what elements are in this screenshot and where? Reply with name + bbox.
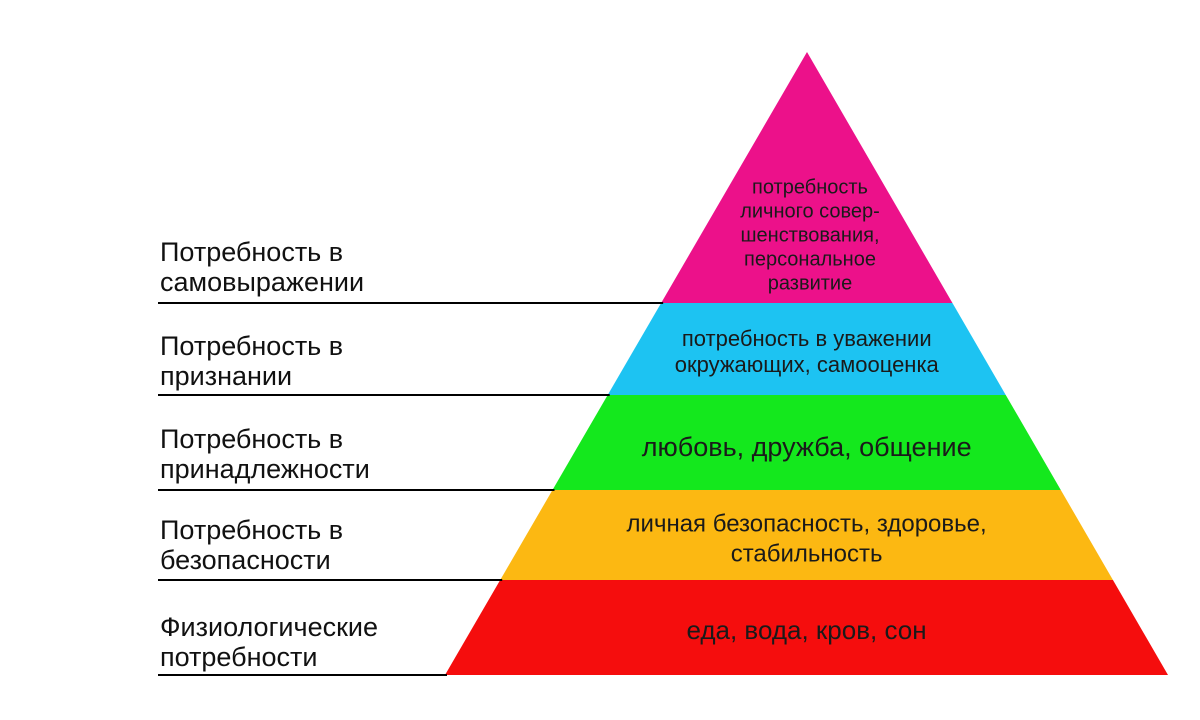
tier-text-line: потребность в уважении bbox=[682, 326, 932, 351]
label-safety: Потребность в безопасности bbox=[160, 515, 343, 575]
label-belonging: Потребность в принадлежности bbox=[160, 424, 370, 484]
tier-text-line: потребность bbox=[752, 176, 868, 198]
tier-text-line: любовь, дружба, общение bbox=[642, 432, 972, 462]
tier-esteem bbox=[607, 303, 1006, 395]
tier-text-line: развитие bbox=[768, 272, 852, 294]
tier-text-line: еда, вода, кров, сон bbox=[686, 615, 926, 645]
label-line: Потребность в bbox=[160, 237, 344, 267]
label-line: Физиологические bbox=[160, 612, 378, 642]
tier-text-line: стабильность bbox=[731, 540, 883, 567]
pyramid-tiers bbox=[445, 52, 1168, 675]
label-esteem: Потребность в признании bbox=[160, 331, 343, 391]
label-line: Потребность в bbox=[160, 331, 344, 361]
label-divider-lines bbox=[158, 302, 664, 676]
label-line: Потребность в bbox=[160, 515, 344, 545]
tier-text-line: окружающих, самооценка bbox=[675, 352, 940, 377]
tier-text-line: личного совер- bbox=[740, 200, 880, 222]
label-line: Потребность в bbox=[160, 424, 344, 454]
tier-text-line: личная безопасность, здоровье, bbox=[627, 510, 987, 537]
tier-physiological bbox=[445, 580, 1168, 675]
label-line: признании bbox=[160, 361, 293, 391]
label-line: безопасности bbox=[160, 545, 331, 575]
label-physiological: Физиологические потребности bbox=[160, 612, 378, 672]
tier-self-actualization bbox=[661, 52, 953, 303]
label-self-actualization: Потребность в самовыражении bbox=[160, 237, 364, 297]
label-line: потребности bbox=[160, 642, 318, 672]
label-line: самовыражении bbox=[160, 267, 365, 297]
tier-belonging bbox=[552, 395, 1061, 490]
tier-text-line: шенствования, bbox=[740, 224, 879, 246]
label-line: принадлежности bbox=[160, 454, 370, 484]
tier-safety bbox=[500, 490, 1113, 580]
tier-text-line: персональное bbox=[744, 248, 876, 270]
